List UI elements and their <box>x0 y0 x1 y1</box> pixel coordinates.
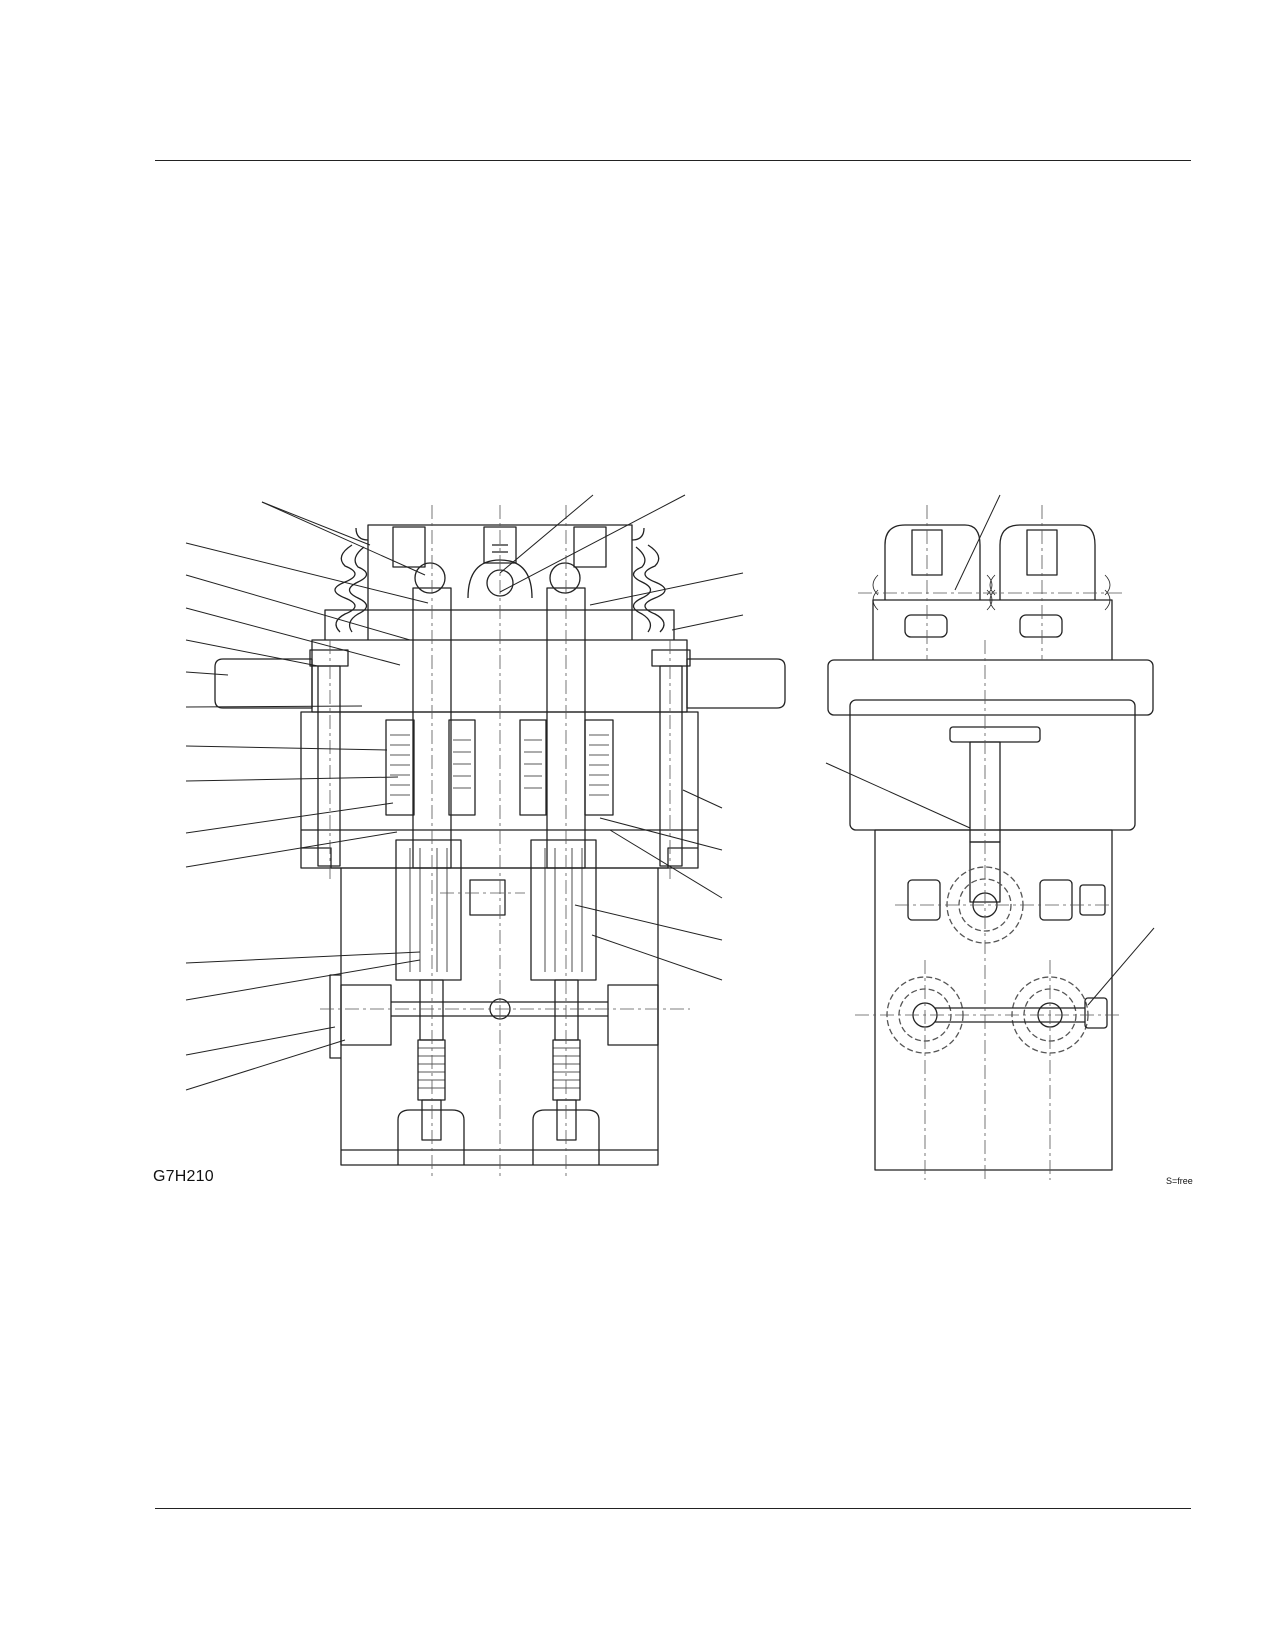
side-cap-left <box>884 524 981 600</box>
right-flange-arm <box>686 658 786 709</box>
side-middle-body <box>849 699 1136 831</box>
right-bolt <box>659 665 683 867</box>
right-side-view <box>827 505 1154 1180</box>
side-plug-left <box>329 974 341 1059</box>
scale-note: S=free <box>1166 1176 1193 1186</box>
top-plate <box>367 524 633 611</box>
right-view-leader-lines <box>825 494 1155 1006</box>
side-upper-housing <box>872 599 1113 660</box>
left-bellows-boot <box>334 544 356 633</box>
figure-id: G7H210 <box>153 1168 214 1185</box>
left-view-leader-lines <box>185 494 744 1091</box>
footer-rule <box>155 1508 1191 1509</box>
left-bottom-fitting <box>397 1109 465 1165</box>
right-bellows-boot <box>644 544 666 633</box>
header-rule <box>155 160 1191 161</box>
upper-housing <box>311 639 688 713</box>
left-bolt <box>317 665 341 867</box>
left-thread <box>417 1039 446 1101</box>
right-spool-sleeve <box>530 839 597 981</box>
side-lower-body <box>874 829 1113 1171</box>
side-cap-right <box>999 524 1096 600</box>
right-pusher-ball <box>549 562 581 594</box>
left-section-view <box>214 505 786 1180</box>
left-pusher-ball <box>414 562 446 594</box>
spring-chamber-1 <box>385 719 415 816</box>
middle-body-outline <box>300 711 699 869</box>
side-flange <box>827 659 1154 716</box>
left-flange-arm <box>214 658 313 709</box>
right-thread <box>552 1039 581 1101</box>
